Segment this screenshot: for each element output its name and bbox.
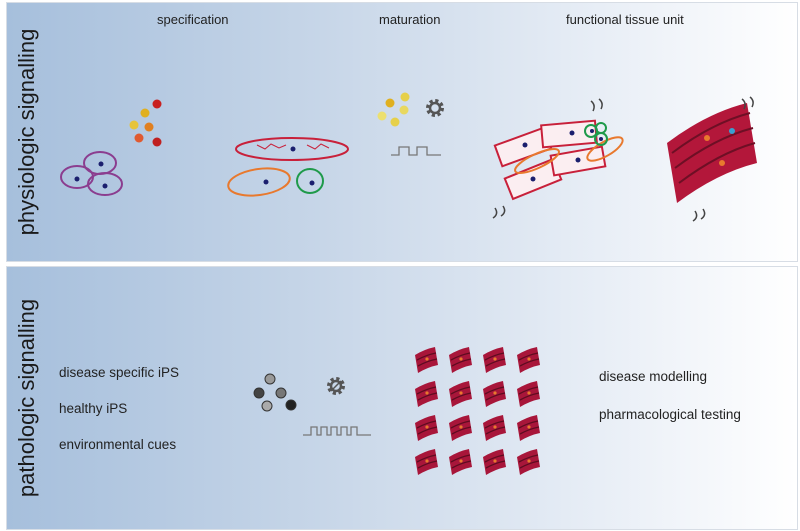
- tissue-block: [483, 415, 506, 441]
- input-healthy-ips: healthy iPS: [59, 401, 128, 416]
- maturation-signals: [377, 92, 410, 127]
- pathologic-signals: [253, 373, 297, 412]
- tissue-block: [415, 415, 438, 441]
- pathologic-illustration: [253, 347, 540, 475]
- header-maturation: maturation: [379, 12, 441, 27]
- tissue-array: [415, 347, 540, 475]
- tissue-block: [415, 449, 438, 475]
- tissue-block: [483, 347, 506, 373]
- tissue-unit: [667, 96, 757, 222]
- input-disease-specific-ips: disease specific iPS: [59, 365, 180, 380]
- tissue-block: [449, 449, 472, 475]
- tissue-block: [449, 381, 472, 407]
- tissue-block: [517, 415, 540, 441]
- tissue-block: [517, 381, 540, 407]
- tissue-block: [449, 347, 472, 373]
- output-pharmacological-testing: pharmacological testing: [599, 407, 741, 422]
- differentiated-cells: [227, 137, 349, 197]
- tissue-block: [483, 449, 506, 475]
- physiologic-panel: physiologic signalling specification mat…: [6, 2, 798, 262]
- irregular-pulse-signal: [303, 426, 371, 436]
- tissue-block: [517, 449, 540, 475]
- blocked-gear-icon: [327, 377, 345, 395]
- tissue-block: [517, 347, 540, 373]
- pathologic-panel: pathologic signalling disease specific i…: [6, 266, 798, 530]
- specification-signals: [129, 99, 162, 147]
- stem-cell-cluster: [60, 151, 123, 196]
- tissue-block: [483, 381, 506, 407]
- gear-icon: [426, 99, 444, 117]
- tissue-block: [449, 415, 472, 441]
- physiologic-illustration: [60, 92, 757, 222]
- header-specification: specification: [157, 12, 229, 27]
- tissue-block: [415, 381, 438, 407]
- header-functional-tissue-unit: functional tissue unit: [566, 12, 684, 27]
- cardiomyocyte-chain: [492, 98, 624, 219]
- tissue-block: [415, 347, 438, 373]
- input-environmental-cues: environmental cues: [59, 437, 177, 452]
- output-disease-modelling: disease modelling: [599, 369, 708, 384]
- pulse-signal: [391, 146, 441, 156]
